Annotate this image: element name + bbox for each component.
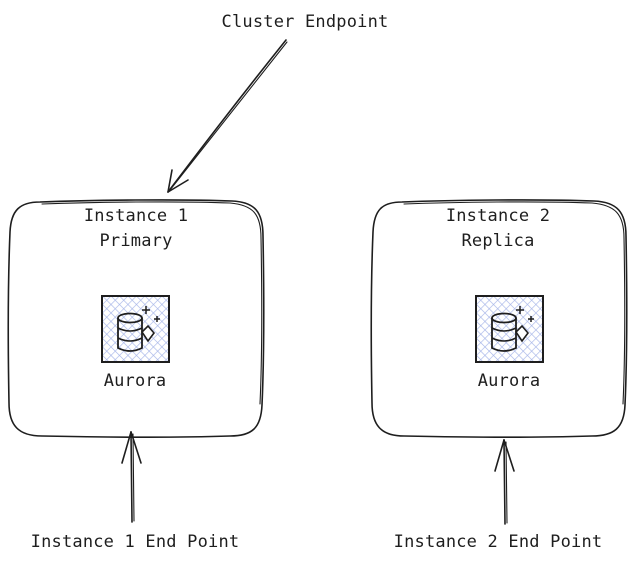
aurora-database-icon xyxy=(475,295,544,363)
instance-1-endpoint-label: Instance 1 End Point xyxy=(31,532,240,552)
cluster-endpoint-label: Cluster Endpoint xyxy=(222,12,389,32)
aurora-database-icon xyxy=(101,295,170,363)
instance-2-endpoint-label: Instance 2 End Point xyxy=(394,532,603,552)
instance-2-db-label: Aurora xyxy=(478,371,541,391)
instance-1-box[interactable] xyxy=(7,199,265,438)
cluster-endpoint-arrow xyxy=(167,39,288,193)
instance-1-title: Instance 1 xyxy=(84,206,188,226)
instance-2-box[interactable] xyxy=(370,199,628,438)
instance-1-endpoint-arrow xyxy=(121,431,142,523)
instance-2-title: Instance 2 xyxy=(446,206,550,226)
instance-1-db-label: Aurora xyxy=(104,371,167,391)
instance-2-endpoint-arrow xyxy=(494,439,515,525)
instance-1-role: Primary xyxy=(99,231,172,251)
instance-2-role: Replica xyxy=(461,231,534,251)
